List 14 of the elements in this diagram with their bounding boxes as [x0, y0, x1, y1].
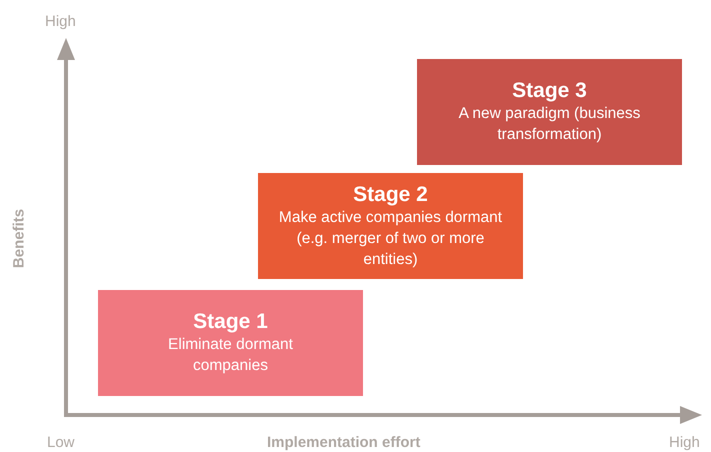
axis-title: Benefits [10, 208, 28, 270]
axis-title: Implementation effort [267, 434, 420, 451]
axis-end-label: Low [47, 434, 75, 451]
stage-title: Stage 2 [353, 182, 428, 206]
stage-title: Stage 1 [193, 310, 268, 334]
axis-end-label: High [669, 434, 700, 451]
axis-end-label: High [45, 13, 76, 30]
stage-box [417, 59, 682, 165]
stage-box [258, 173, 523, 279]
stage-description: A new paradigm (business transformation) [458, 104, 642, 145]
stage-title: Stage 3 [512, 79, 587, 103]
stage-box [98, 290, 363, 396]
stage-description: Eliminate dormant companies [167, 335, 294, 376]
stage-description: Make active companies dormant (e.g. merger of two or more entities) [278, 208, 504, 270]
